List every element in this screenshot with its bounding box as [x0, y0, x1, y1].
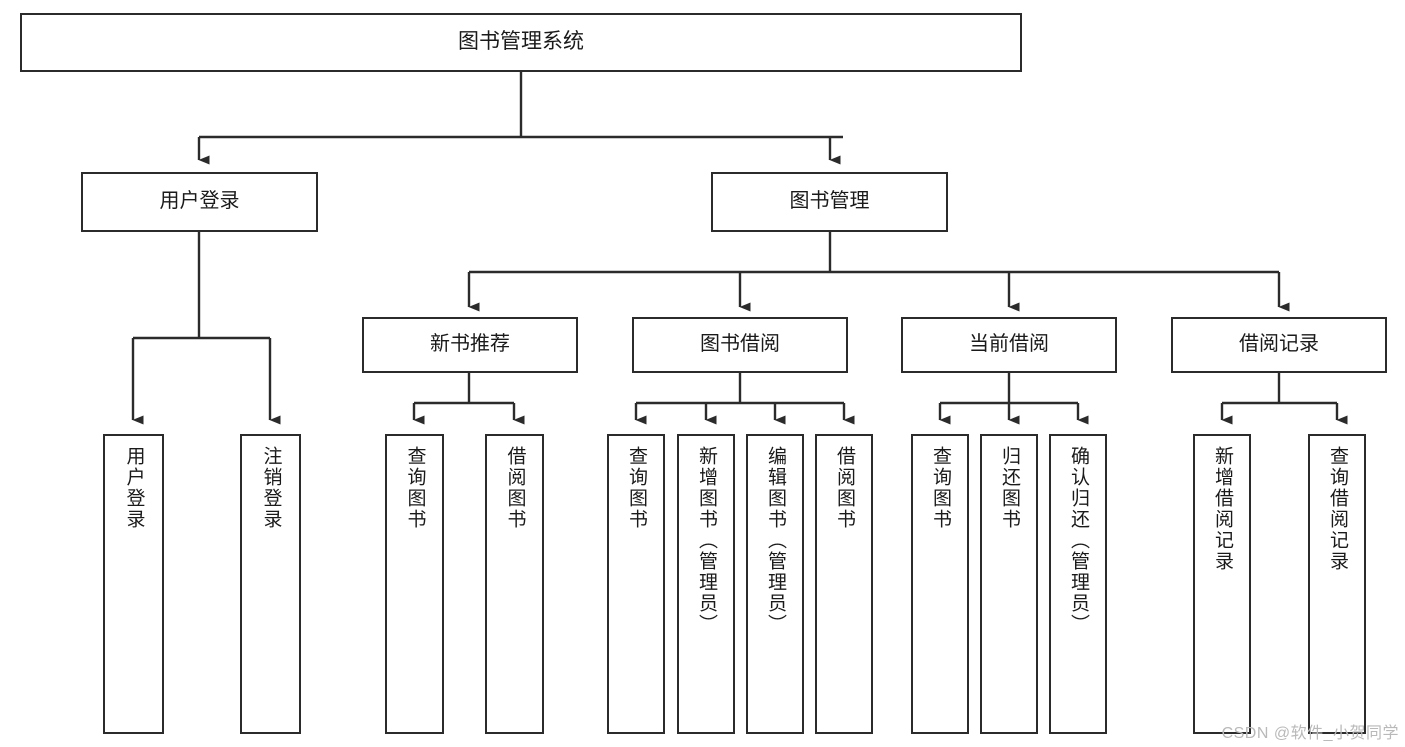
node-new-book-recommend-label: 新书推荐: [430, 333, 510, 356]
leaf-new-book-query[interactable]: 查询图书: [385, 434, 444, 734]
leaf-label: 编辑图书（管理员）: [764, 446, 786, 635]
leaf-user-login-login[interactable]: 用户登录: [103, 434, 164, 734]
leaf-record-query-record[interactable]: 查询借阅记录: [1308, 434, 1366, 734]
leaf-label: 查询图书: [625, 446, 647, 530]
node-user-login[interactable]: 用户登录: [81, 172, 318, 232]
leaf-label: 确认归还（管理员）: [1067, 446, 1089, 635]
leaf-label: 查询图书: [404, 446, 426, 530]
leaf-label: 注销登录: [260, 446, 282, 530]
leaf-user-login-logout[interactable]: 注销登录: [240, 434, 301, 734]
node-user-login-label: 用户登录: [159, 190, 240, 213]
leaf-label: 用户登录: [123, 446, 145, 530]
leaf-borrow-query-book[interactable]: 查询图书: [607, 434, 665, 734]
leaf-borrow-borrow-book[interactable]: 借阅图书: [815, 434, 873, 734]
node-borrow-record-label: 借阅记录: [1239, 333, 1319, 356]
leaf-current-confirm-return-admin[interactable]: 确认归还（管理员）: [1049, 434, 1107, 734]
node-current-borrow-label: 当前借阅: [969, 333, 1049, 356]
leaf-label: 借阅图书: [833, 446, 855, 530]
leaf-label: 归还图书: [998, 446, 1020, 530]
watermark: CSDN @软件_小贺同学: [1221, 725, 1399, 742]
leaf-borrow-add-book-admin[interactable]: 新增图书（管理员）: [677, 434, 735, 734]
node-root[interactable]: 图书管理系统: [20, 13, 1022, 72]
node-book-borrow[interactable]: 图书借阅: [632, 317, 848, 373]
node-current-borrow[interactable]: 当前借阅: [901, 317, 1117, 373]
node-new-book-recommend[interactable]: 新书推荐: [362, 317, 578, 373]
node-borrow-record[interactable]: 借阅记录: [1171, 317, 1387, 373]
node-root-label: 图书管理系统: [458, 30, 584, 54]
leaf-current-return-book[interactable]: 归还图书: [980, 434, 1038, 734]
leaf-current-query-book[interactable]: 查询图书: [911, 434, 969, 734]
leaf-label: 新增图书（管理员）: [695, 446, 717, 635]
leaf-borrow-edit-book-admin[interactable]: 编辑图书（管理员）: [746, 434, 804, 734]
leaf-label: 查询借阅记录: [1326, 446, 1348, 572]
leaf-new-book-borrow[interactable]: 借阅图书: [485, 434, 544, 734]
leaf-label: 借阅图书: [504, 446, 526, 530]
leaf-label: 查询图书: [929, 446, 951, 530]
leaf-record-add-record[interactable]: 新增借阅记录: [1193, 434, 1251, 734]
node-book-management[interactable]: 图书管理: [711, 172, 948, 232]
leaf-label: 新增借阅记录: [1211, 446, 1233, 572]
node-book-borrow-label: 图书借阅: [700, 333, 780, 356]
node-book-management-label: 图书管理: [789, 190, 870, 213]
